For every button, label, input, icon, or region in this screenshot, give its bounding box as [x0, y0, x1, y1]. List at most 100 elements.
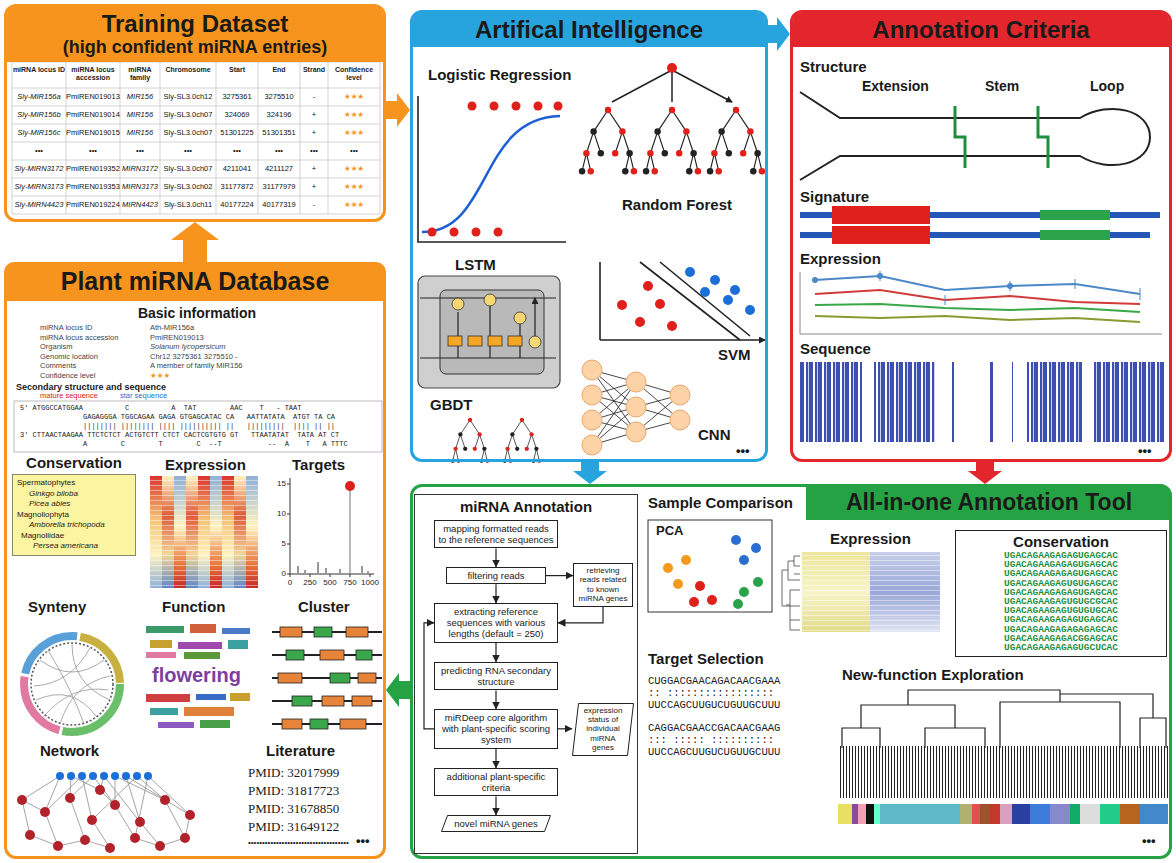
step-text: miRDeep core algorithm with plant-specif… [438, 712, 554, 746]
target-plot [349, 490, 350, 574]
target-pair-line: UUCCAGCUUGUCUGUUGCUUU [648, 699, 780, 711]
lstm-cell [529, 336, 541, 348]
module-color-bar [880, 804, 960, 824]
section-title: Function [162, 598, 225, 615]
process-box: additional plant-specific criteria [434, 768, 558, 796]
svm-plot [700, 287, 710, 297]
logistic-plot [418, 96, 566, 242]
word-cloud [190, 624, 216, 633]
step-text: additional plant-specific criteria [438, 771, 554, 793]
table-cell: Sly-SL3.0ch07 [160, 160, 216, 178]
io-parallelogram: novel miRNA genes [441, 815, 551, 832]
svm-plot [667, 321, 677, 331]
process-box: predicting RNA secondary structure [434, 662, 558, 690]
logistic-plot [428, 228, 437, 237]
logistic-plot [512, 102, 521, 111]
part-name: Loop [1090, 78, 1124, 94]
axis-tick: 750 [338, 578, 362, 588]
read-signature [832, 226, 930, 244]
module-color-bar [1070, 804, 1080, 824]
svm-plot [600, 262, 765, 340]
panel-title: All-in-one Annotation Tool [806, 488, 1172, 516]
section-title: Targets [292, 456, 345, 473]
section-title: Network [40, 742, 99, 759]
synteny-circle [31, 643, 113, 725]
structure-frame [14, 401, 382, 452]
logistic-plot [494, 228, 503, 237]
table-cell: 3275510 [258, 88, 300, 106]
pmid: PMID: 31817723 [248, 784, 339, 799]
section-title: Cluster [298, 598, 350, 615]
table-header: End [258, 66, 300, 74]
target-pair-line: :: ::::::::::::::::: [648, 687, 774, 699]
target-plot [345, 481, 355, 491]
read-signature [800, 206, 1160, 244]
process-box: mapping formatted reads to the reference… [434, 520, 558, 548]
criterion-name: Sequence [800, 340, 871, 357]
word-cloud [150, 708, 178, 715]
dendrogram [838, 690, 1168, 798]
sequence-alignment [800, 362, 1165, 442]
expression-lines [877, 273, 883, 279]
table-cell: MIRN3173 [120, 178, 160, 196]
heatmap [782, 556, 800, 630]
network-graph [17, 772, 195, 853]
structure-line: GAGAGGGA TGGCAGAA GAGA GTGAGCATAC CA AAT… [20, 413, 335, 422]
structure-line: A C T C --T -- A T A TTTC [20, 440, 348, 449]
table-cell: PmiREN019352 [66, 160, 120, 178]
lstm-cell [448, 336, 462, 346]
process-box: retrieving reads related to known miRNA … [573, 563, 633, 607]
method-name: GBDT [430, 396, 473, 413]
gbdt-trees [451, 418, 490, 463]
word-cloud [178, 642, 222, 649]
cnn-network [670, 410, 690, 430]
word-cloud-word: flowering [152, 664, 241, 687]
info-value: ★★★ [150, 372, 170, 381]
table-cell: 31177979 [258, 178, 300, 196]
expression-lines [812, 277, 818, 283]
gene-cluster [358, 673, 376, 683]
panel-title: Plant miRNA Database [8, 264, 382, 298]
table-cell: Sly-SL3.0ch02 [160, 178, 216, 196]
flow-arrow [495, 643, 496, 662]
sequence-alignment [800, 362, 1165, 442]
table-cell: 40177224 [216, 196, 258, 214]
svm-plot [643, 281, 653, 291]
dendrogram [838, 746, 1168, 798]
module-color-bar [1030, 804, 1050, 824]
table-cell: 51301351 [258, 124, 300, 142]
target-plot [298, 562, 368, 574]
flow-arrow [558, 607, 603, 623]
table-cell: MIR156 [120, 88, 160, 106]
axis-tick: 250 [298, 578, 322, 588]
svm-plot [635, 317, 645, 327]
box-title: miRNA Annotation [415, 498, 637, 516]
svm-plot [730, 285, 740, 295]
table-cell: PmiREN019224 [66, 196, 120, 214]
flow-arrow [558, 728, 572, 729]
synteny-circle [24, 636, 120, 732]
expression-lines [1007, 283, 1013, 289]
logistic-plot [418, 96, 566, 242]
method-name: Random Forest [622, 196, 732, 213]
lstm-cell [420, 298, 556, 358]
sequence-alignment [862, 362, 874, 442]
panel-tab: Plant miRNA Database [4, 262, 386, 300]
gene-cluster [310, 719, 328, 729]
sequence-alignment [1012, 362, 1013, 442]
ellipsis: ••• [356, 834, 370, 849]
sequence-alignment [952, 362, 954, 442]
info-value: PmiREN019013 [150, 334, 204, 343]
table-cell: ★★★ [328, 160, 380, 178]
panel-header: Artifical Intelligence [413, 13, 765, 47]
module-color-bar [1120, 804, 1140, 824]
expression-lines [815, 316, 1140, 322]
info-key: Organism [40, 343, 73, 352]
network-graph [22, 776, 190, 848]
sequence-line: UGACAGAAGAGAGUGAGCAC [956, 569, 1166, 578]
gbdt-trees [503, 418, 542, 463]
process-box: filtering reads [446, 567, 546, 584]
network-graph [111, 772, 119, 780]
synteny-circle [24, 636, 120, 732]
pca-plot [673, 579, 683, 589]
